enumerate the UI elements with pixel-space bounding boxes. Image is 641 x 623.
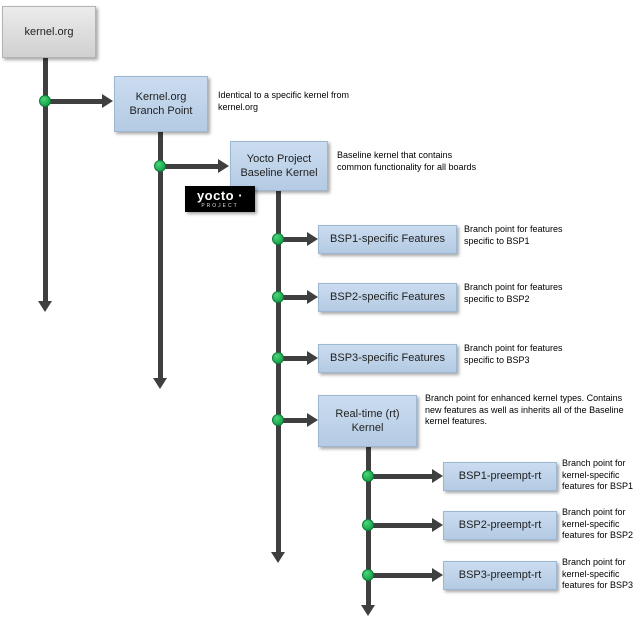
node-bsp3-label: BSP3-specific Features: [330, 352, 445, 365]
connector-to-bsp2: [279, 295, 307, 300]
node-bsp1-preempt-rt: BSP1-preempt-rt: [443, 462, 557, 491]
connector-to-baseline: [161, 164, 218, 169]
arrowhead-to-baseline-icon: [218, 159, 229, 173]
arrowhead-branchpoint-down-icon: [153, 378, 167, 389]
branch-dot-baseline: [154, 160, 166, 172]
connector-to-bsp2-rt: [369, 523, 432, 528]
arrowhead-to-rt-icon: [307, 413, 318, 427]
annotation-baseline: Baseline kernel that contains common fun…: [337, 150, 477, 172]
node-rt-kernel: Real-time (rt) Kernel: [318, 395, 417, 447]
connector-to-branchpoint: [46, 99, 102, 104]
node-branch-point-label: Kernel.org Branch Point: [129, 90, 193, 117]
connector-to-rt: [279, 418, 307, 423]
branch-dot-branchpoint: [39, 95, 51, 107]
arrowhead-to-bsp1-icon: [307, 232, 318, 246]
branch-dot-bsp3-rt: [362, 569, 374, 581]
node-baseline-label: Yocto Project Baseline Kernel: [240, 152, 318, 179]
branch-dot-bsp2: [272, 291, 284, 303]
arrowhead-to-branchpoint-icon: [102, 94, 113, 108]
yocto-subtext: PROJECT: [201, 203, 239, 209]
branch-dot-bsp1: [272, 233, 284, 245]
connector-to-bsp3-rt: [369, 573, 432, 578]
branch-dot-bsp2-rt: [362, 519, 374, 531]
connector-to-bsp1-rt: [369, 474, 432, 479]
node-bsp1-label: BSP1-specific Features: [330, 233, 445, 246]
connector-to-bsp3: [279, 356, 307, 361]
node-bsp2-label: BSP2-specific Features: [330, 291, 445, 304]
node-kernel-org: kernel.org: [2, 6, 96, 58]
annotation-rt: Branch point for enhanced kernel types. …: [425, 393, 624, 427]
annotation-bsp2: Branch point for features specific to BS…: [464, 282, 563, 304]
branch-dot-bsp1-rt: [362, 470, 374, 482]
arrowhead-to-bsp1-rt-icon: [432, 469, 443, 483]
node-kernelorg-branch-point: Kernel.org Branch Point: [114, 76, 208, 132]
node-rt-label: Real-time (rt) Kernel: [335, 407, 400, 434]
annotation-bsp3-rt: Branch point for kernel-specific feature…: [562, 557, 634, 591]
node-bsp3-features: BSP3-specific Features: [318, 344, 457, 373]
arrowhead-kernelorg-down-icon: [38, 301, 52, 312]
yocto-project-logo: yocto · PROJECT: [185, 186, 255, 212]
node-bsp2-preempt-rt: BSP2-preempt-rt: [443, 511, 557, 540]
arrowhead-to-bsp2-rt-icon: [432, 518, 443, 532]
connector-kernelorg-vertical: [43, 56, 48, 301]
branch-dot-rt: [272, 414, 284, 426]
node-bsp1-features: BSP1-specific Features: [318, 225, 457, 254]
arrowhead-to-bsp3-rt-icon: [432, 568, 443, 582]
arrowhead-baseline-down-icon: [271, 552, 285, 563]
annotation-bsp3: Branch point for features specific to BS…: [464, 343, 563, 365]
connector-baseline-vertical: [276, 189, 281, 552]
annotation-bsp2-rt: Branch point for kernel-specific feature…: [562, 507, 634, 541]
annotation-branch-point: Identical to a specific kernel from kern…: [218, 90, 350, 112]
node-baseline-kernel: Yocto Project Baseline Kernel: [230, 141, 328, 191]
arrowhead-to-bsp3-icon: [307, 351, 318, 365]
connector-branchpoint-vertical: [158, 130, 163, 378]
arrowhead-rt-down-icon: [361, 605, 375, 616]
annotation-bsp1: Branch point for features specific to BS…: [464, 224, 563, 246]
branch-dot-bsp3: [272, 352, 284, 364]
node-bsp2-features: BSP2-specific Features: [318, 283, 457, 312]
yocto-wordmark: yocto ·: [196, 188, 244, 203]
arrowhead-to-bsp2-icon: [307, 290, 318, 304]
node-bsp3-rt-label: BSP3-preempt-rt: [458, 569, 542, 582]
node-bsp3-preempt-rt: BSP3-preempt-rt: [443, 561, 557, 590]
connector-to-bsp1: [279, 237, 307, 242]
node-kernel-org-label: kernel.org: [24, 25, 74, 38]
node-bsp1-rt-label: BSP1-preempt-rt: [458, 470, 542, 483]
annotation-bsp1-rt: Branch point for kernel-specific feature…: [562, 458, 634, 492]
node-bsp2-rt-label: BSP2-preempt-rt: [458, 519, 542, 532]
